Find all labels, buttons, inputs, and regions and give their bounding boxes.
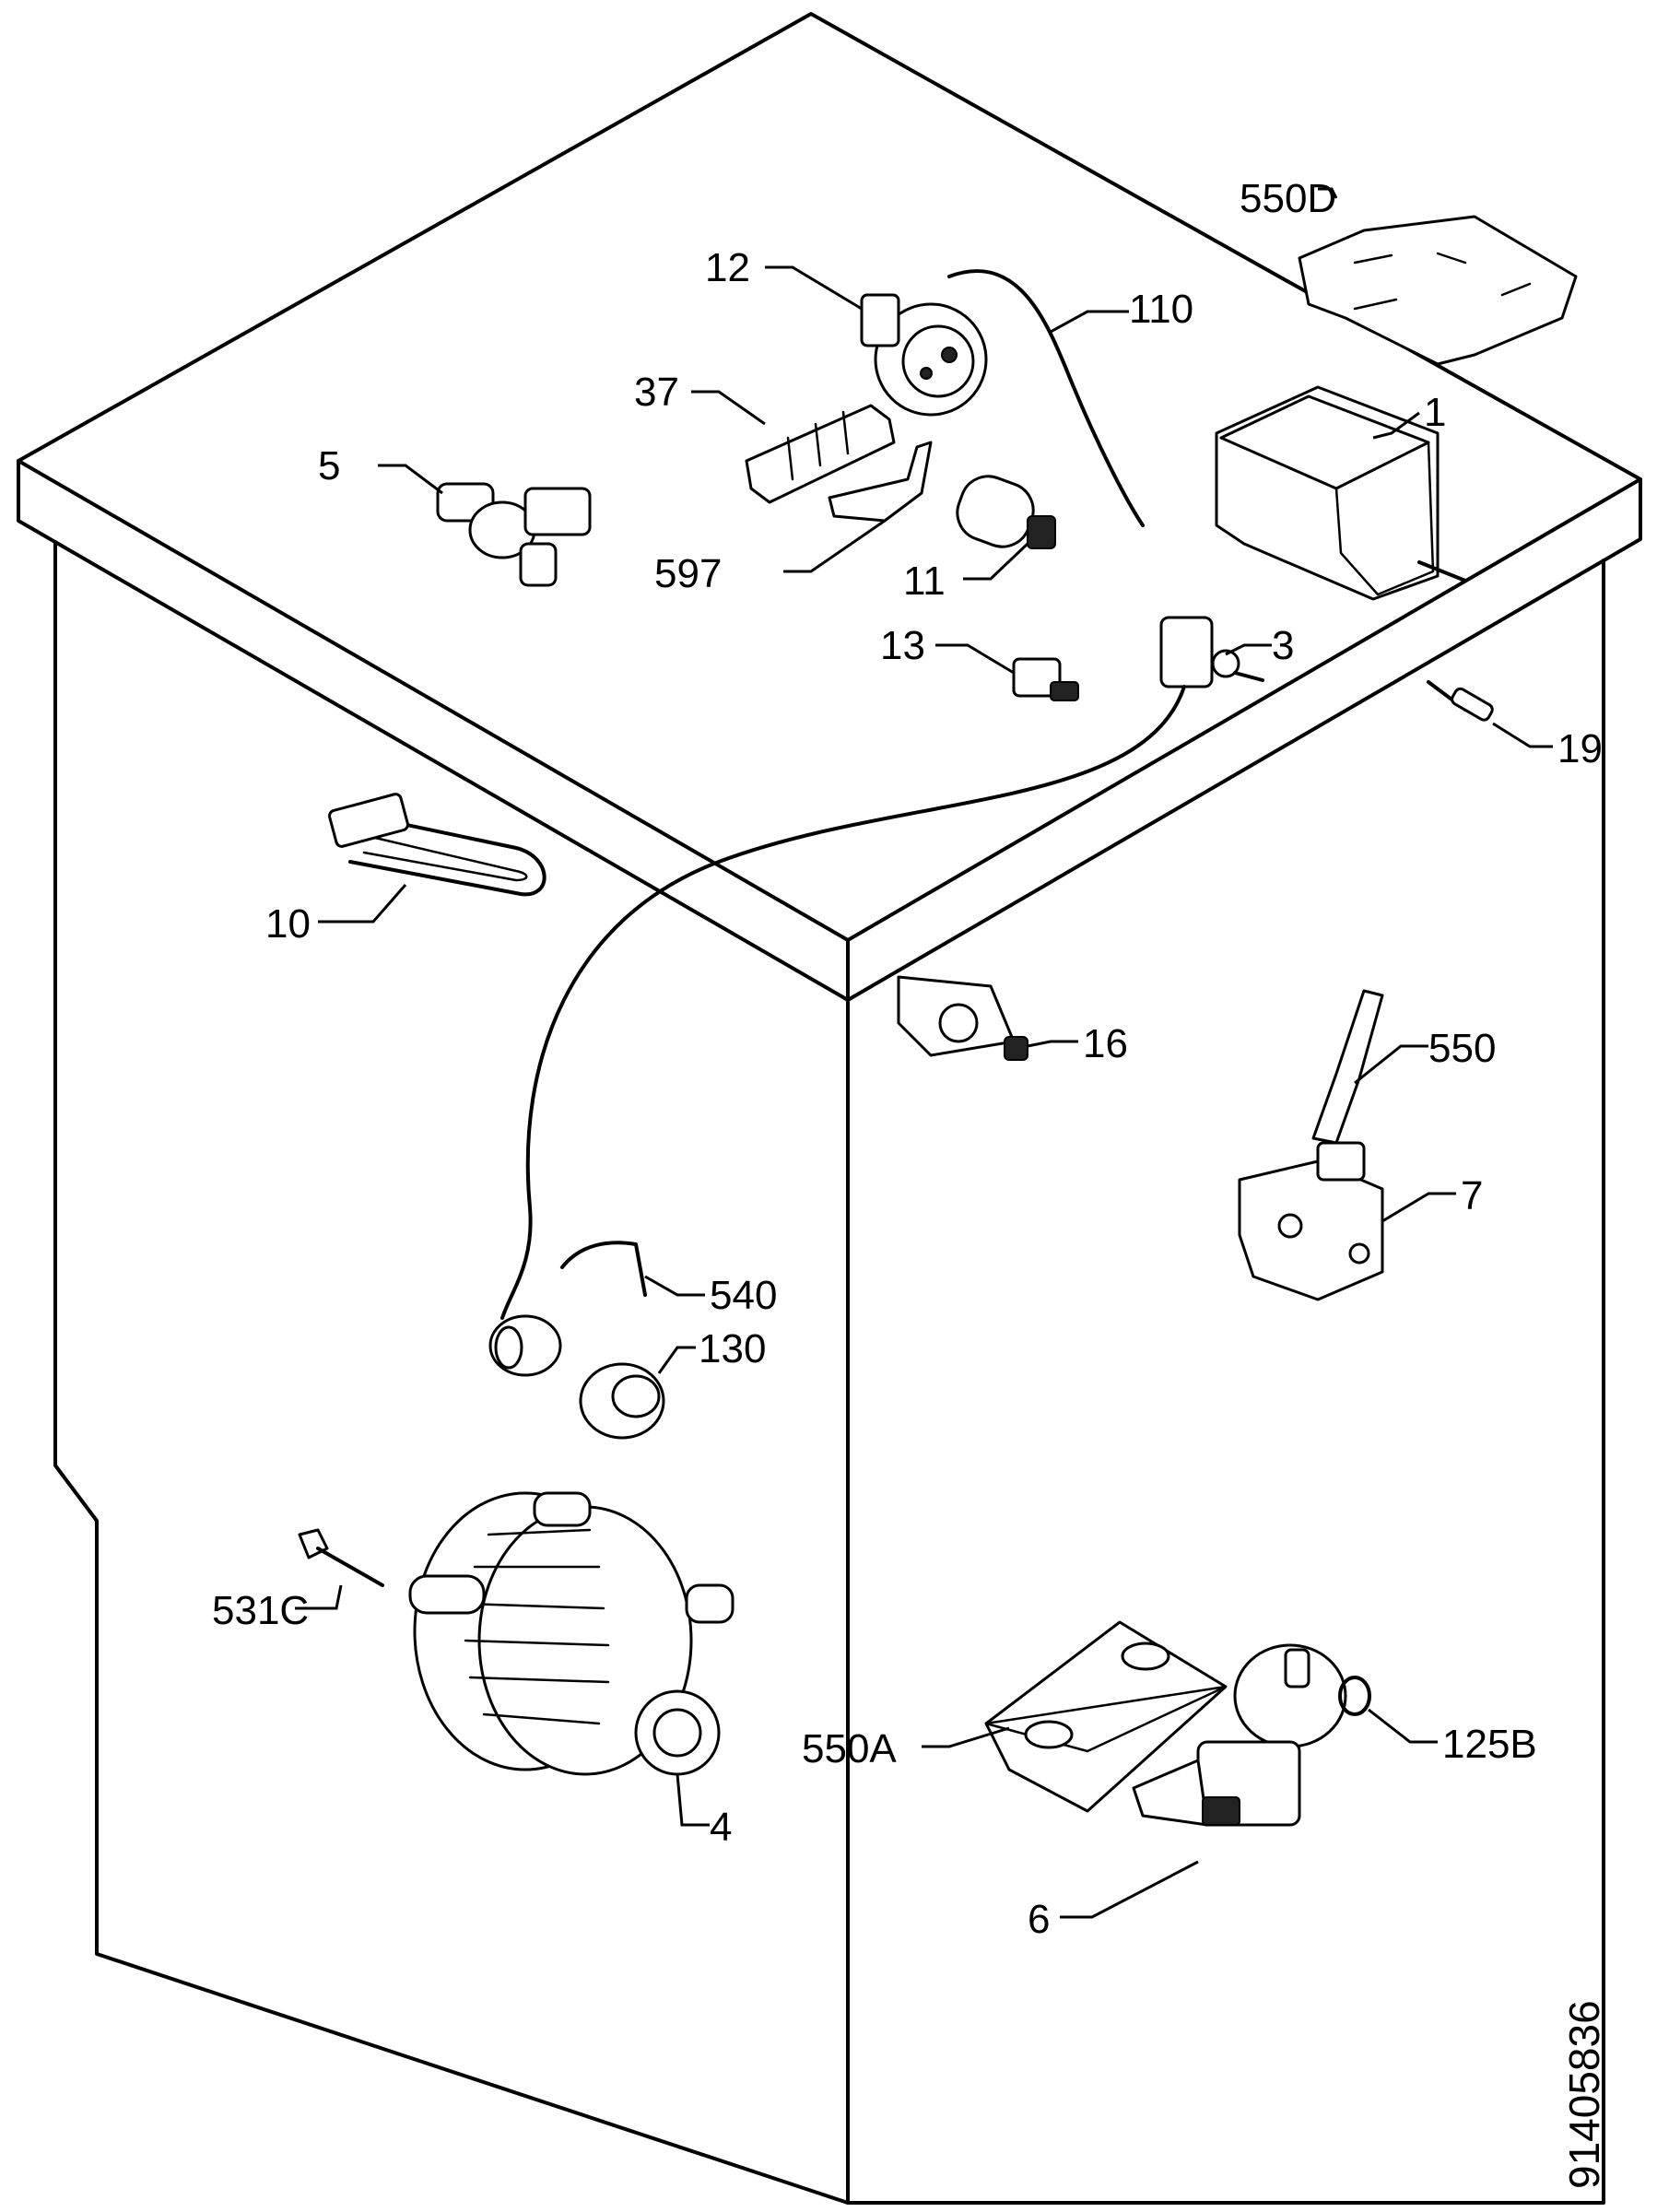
part-6-drain-pump: [1132, 1643, 1347, 1827]
label-7: 7: [1461, 1173, 1483, 1218]
part-5-water-valve: [436, 482, 592, 587]
part-37-terminal-block: [745, 404, 896, 504]
label-13: 13: [880, 623, 925, 668]
cabinet-outline: [17, 12, 1642, 2205]
label-550d: 550D: [1240, 176, 1336, 221]
label-11: 11: [903, 559, 946, 604]
label-531c: 531C: [212, 1588, 309, 1633]
label-19: 19: [1557, 726, 1603, 771]
label-16: 16: [1083, 1021, 1128, 1066]
cabinet-right-side: [846, 559, 1605, 2205]
label-125b: 125B: [1442, 1722, 1537, 1767]
label-597: 597: [654, 551, 722, 596]
part-labels: 550D 12 110 37 1 5 597 11 13 3 19 10 16 …: [212, 176, 1603, 1942]
part-11-capacitor: [956, 475, 1056, 549]
part-125b-seal-ring: [1338, 1676, 1371, 1716]
label-1: 1: [1424, 390, 1446, 435]
label-5: 5: [318, 443, 340, 488]
drawing-code: 91405836: [1560, 2000, 1608, 2189]
label-130: 130: [699, 1326, 766, 1371]
part-10-heating-element: [328, 793, 546, 897]
part-597-bracket: [828, 441, 933, 523]
part-550a-cover: [984, 1620, 1228, 1813]
part-550-lever: [1311, 989, 1384, 1145]
part-4-motor: [408, 1491, 734, 1776]
leader-lines: [295, 187, 1553, 1919]
part-19-probe: [1427, 680, 1494, 722]
part-531c-screw: [298, 1528, 384, 1587]
label-37: 37: [634, 370, 679, 415]
cabinet-left-side: [53, 540, 850, 2205]
part-13-switch: [1012, 657, 1079, 701]
part-3-cable: [500, 685, 1186, 1320]
label-10: 10: [265, 901, 311, 947]
part-16-switch: [897, 975, 1028, 1061]
label-4: 4: [710, 1805, 732, 1850]
part-3-switch: [1159, 616, 1264, 688]
part-130-grommet: [579, 1362, 665, 1440]
part-550d-cover-plate: [1298, 215, 1578, 366]
part-1-programmer: [1215, 385, 1467, 601]
label-12: 12: [705, 245, 750, 290]
part-110-hose: [947, 269, 1145, 527]
label-6: 6: [1028, 1897, 1050, 1942]
label-540: 540: [710, 1273, 777, 1318]
part-7-door-lock: [1238, 1141, 1384, 1301]
label-550: 550: [1428, 1026, 1496, 1071]
label-110: 110: [1129, 287, 1193, 332]
label-3: 3: [1272, 623, 1294, 668]
part-540-spring-clip: [560, 1241, 647, 1297]
part-12-pressure-switch: [860, 293, 988, 417]
label-550a: 550A: [802, 1726, 897, 1771]
cable-grommet: [488, 1314, 562, 1377]
